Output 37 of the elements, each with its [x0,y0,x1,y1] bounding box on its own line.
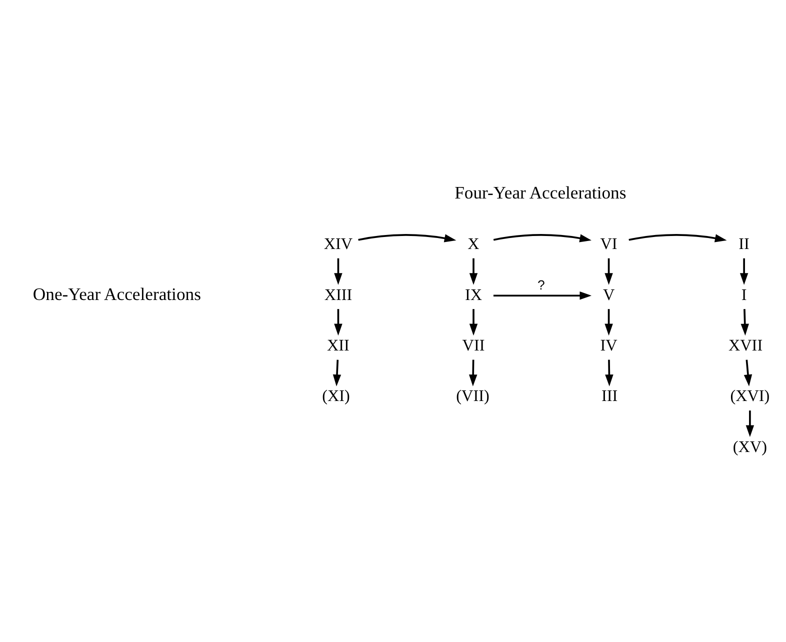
node-text: XII [327,337,350,354]
label: Four-Year Accelerations [454,182,626,203]
arrow [746,410,754,438]
arrow [469,258,478,285]
arrow [493,234,592,242]
node-text: XVII [728,337,763,354]
node-text: (XVI) [730,388,770,406]
arrow [332,360,342,386]
node-text: VII [462,337,485,354]
node-text: (VII) [456,388,490,406]
node-text: IV [600,337,618,354]
node-text: V [602,286,615,304]
arrow [358,234,456,242]
arrow [604,258,613,285]
node-text: XIV [324,236,353,254]
arrow [744,360,752,386]
node-text: (XV) [732,438,768,456]
arrow [740,309,750,336]
node-text: (XI) [322,388,350,406]
arrow [334,309,342,336]
arrow [628,234,727,242]
node-text: I [741,286,747,304]
arrow [468,360,478,386]
edge-label: ? [537,277,545,292]
arrow [493,292,592,300]
arrow [605,360,614,386]
arrow [469,309,478,336]
node-text: IX [464,286,482,304]
arrow [740,258,748,285]
arrow [334,258,342,285]
node-text: X [468,236,480,254]
node-text: VI [600,236,618,254]
label: One-Year Accelerations [32,284,201,304]
arrow [604,309,613,336]
node-text: III [601,388,618,406]
node-text: II [738,236,750,254]
node-text: XIII [324,286,352,304]
